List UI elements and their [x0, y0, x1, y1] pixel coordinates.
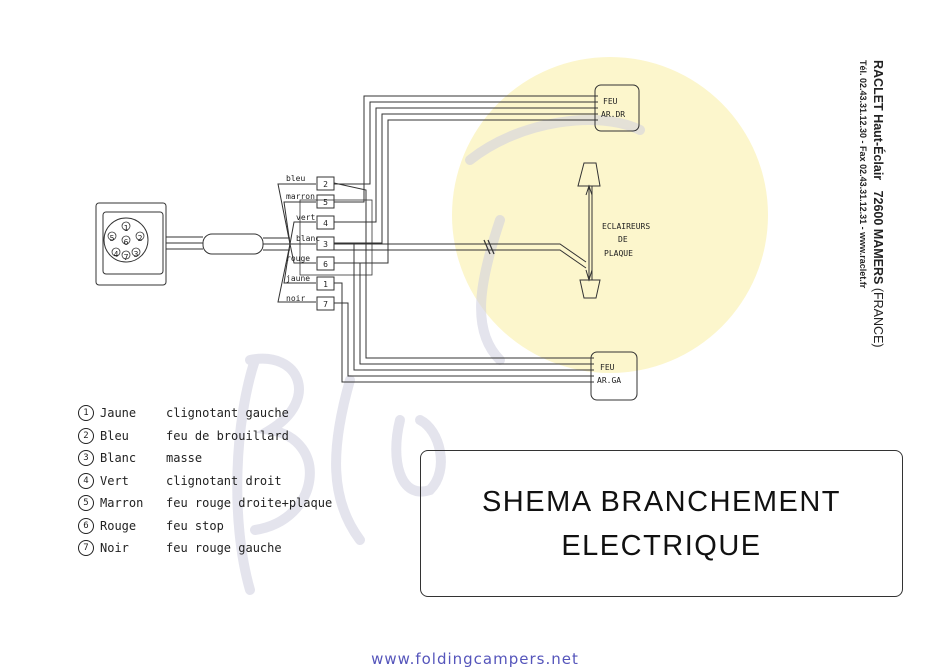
- legend-row: 2 Bleu feu de brouillard: [78, 425, 378, 448]
- company-country: (FRANCE): [871, 287, 885, 348]
- feu-ar-dr-line1: FEU: [603, 97, 618, 106]
- legend-wire-color: Jaune: [100, 406, 137, 421]
- legend-row: 5 Marron feu rouge droite+plaque: [78, 492, 378, 515]
- legend-row: 1 Jaune clignotant gauche: [78, 402, 378, 425]
- legend-row: 3 Blanc masse: [78, 447, 378, 470]
- legend-number: 6: [78, 517, 94, 534]
- company-name: RACLET Haut-Éclair: [871, 60, 885, 181]
- legend-function: clignotant gauche: [166, 406, 289, 421]
- legend-wire-color: Rouge: [100, 518, 137, 533]
- legend-function: feu rouge droite+plaque: [166, 496, 333, 511]
- lamp-bottom: [579, 279, 601, 299]
- lamp-top: [577, 162, 601, 187]
- legend-wire-color: Vert: [100, 473, 129, 488]
- company-city: 72600 MAMERS: [871, 190, 885, 285]
- terminal-wire-color: jaune: [286, 274, 310, 283]
- company-contact: Tél. 02.43.31.12.30 - Fax 02.43.31.12.31…: [858, 60, 868, 289]
- legend-row: 7 Noir feu rouge gauche: [78, 537, 378, 560]
- title-line-2: ELECTRIQUE: [561, 529, 762, 562]
- terminal-number: 6: [323, 260, 328, 269]
- feu-ar-dr-box: [594, 84, 640, 132]
- footer-link[interactable]: www.foldingcampers.net: [371, 650, 579, 668]
- terminal-wire-color: marron: [286, 192, 315, 201]
- legend-number: 3: [78, 450, 94, 467]
- terminal-wire-color: noir: [286, 294, 305, 303]
- legend-number: 4: [78, 472, 94, 489]
- connector-pin-2: 2: [138, 234, 143, 243]
- terminal-wire-color: blanc: [296, 234, 320, 243]
- cable-sheath: [202, 233, 264, 255]
- eclaireurs-line2: DE: [618, 235, 628, 244]
- legend-number: 7: [78, 540, 94, 557]
- legend-number: 1: [78, 405, 94, 422]
- terminal-number: 3: [323, 240, 328, 249]
- feu-ar-dr-line2: AR.DR: [601, 110, 625, 119]
- legend-row: 4 Vert clignotant droit: [78, 470, 378, 493]
- terminal-number: 5: [323, 198, 328, 207]
- terminal-number: 7: [323, 300, 328, 309]
- company-info: RACLET Haut-Éclair 72600 MAMERS (FRANCE)…: [845, 60, 885, 420]
- wire-legend: 1 Jaune clignotant gauche 2 Bleu feu de broui…: [78, 402, 378, 560]
- legend-function: feu stop: [166, 518, 224, 533]
- legend-function: feu rouge gauche: [166, 541, 282, 556]
- connector-pin-7: 7: [124, 253, 129, 262]
- connector-socket: [103, 217, 149, 263]
- legend-wire-color: Bleu: [100, 428, 129, 443]
- terminal-number: 2: [323, 180, 328, 189]
- legend-row: 6 Rouge feu stop: [78, 515, 378, 538]
- legend-function: masse: [166, 451, 203, 466]
- connector-pin-1: 1: [124, 224, 129, 233]
- feu-ar-ga-line1: FEU: [600, 363, 615, 372]
- legend-number: 5: [78, 495, 94, 512]
- legend-wire-color: Blanc: [100, 451, 137, 466]
- connector-pin-4: 4: [114, 250, 119, 259]
- connector-pin-6: 6: [124, 238, 129, 247]
- legend-wire-color: Noir: [100, 541, 129, 556]
- connector-pin-5: 5: [110, 234, 115, 243]
- terminal-wire-color: vert: [296, 213, 315, 222]
- terminal-wire-color: bleu: [286, 174, 305, 183]
- legend-number: 2: [78, 427, 94, 444]
- eclaireurs-line1: ECLAIREURS: [602, 222, 650, 231]
- eclaireurs-line3: PLAQUE: [604, 249, 633, 258]
- terminal-number: 1: [323, 280, 328, 289]
- terminal-number: 4: [323, 219, 328, 228]
- legend-function: clignotant droit: [166, 473, 282, 488]
- terminal-wire-color: rouge: [286, 254, 310, 263]
- company-header: RACLET Haut-Éclair 72600 MAMERS (FRANCE): [871, 60, 885, 420]
- feu-ar-ga-line2: AR.GA: [597, 376, 621, 385]
- feu-ar-ga-box: [590, 351, 638, 401]
- legend-function: feu de brouillard: [166, 428, 289, 443]
- connector-housing: [95, 202, 167, 286]
- title-box: SHEMA BRANCHEMENT ELECTRIQUE: [420, 450, 903, 597]
- legend-wire-color: Marron: [100, 496, 144, 511]
- title-line-1: SHEMA BRANCHEMENT: [481, 485, 842, 518]
- connector-pin-3: 3: [134, 250, 139, 259]
